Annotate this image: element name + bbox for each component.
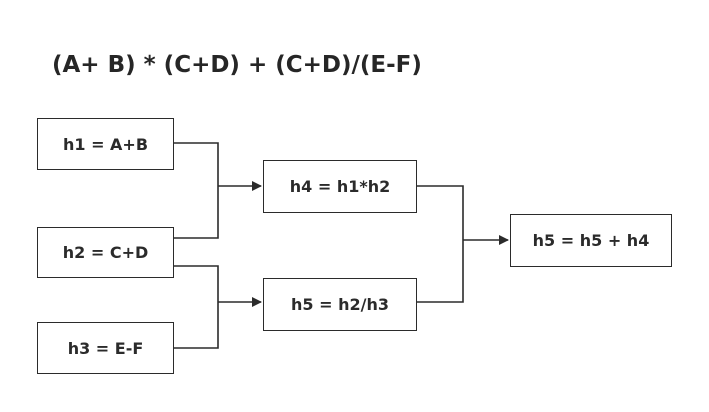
node-h1-label: h1 = A+B [62,134,149,154]
node-h5-div: h5 = h2/h3 [263,278,417,331]
node-h5-sum-label: h5 = h5 + h4 [532,231,650,250]
connector-h1-to-merge [174,142,219,186]
node-h4-label: h4 = h1*h2 [289,177,391,196]
node-h2-label: h2 = C+D [62,243,149,262]
connector-h3-to-merge [174,302,219,349]
node-h2: h2 = C+D [37,227,174,278]
connector-h2-to-merge-lower [174,265,219,302]
connector-h5-div-to-merge [417,240,464,303]
node-h5-sum: h5 = h5 + h4 [510,214,672,267]
node-h5-div-label: h5 = h2/h3 [291,295,389,314]
connector-h4-to-merge [417,185,464,240]
node-h3-label: h3 = E-F [67,338,144,358]
formula-title: (A+ B) * (C+D) + (C+D)/(E-F) [52,52,422,78]
node-h4: h4 = h1*h2 [263,160,417,213]
node-h3: h3 = E-F [37,322,174,374]
connector-h2-to-merge [174,186,219,239]
node-h1: h1 = A+B [37,118,174,170]
